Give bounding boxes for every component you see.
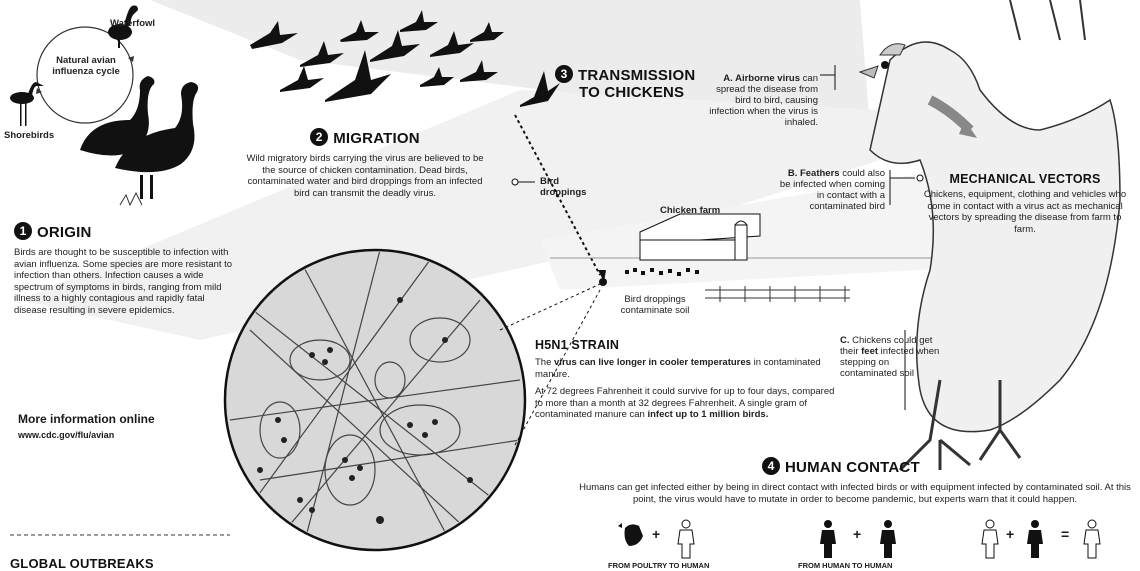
origin-heading: 1 ORIGIN — [14, 222, 234, 241]
transmission-heading: 3 TRANSMISSION TO CHICKENS — [555, 65, 695, 101]
cycle-label: Natural avian influenza cycle — [52, 55, 120, 77]
migration-title: MIGRATION — [333, 130, 420, 147]
droppings-soil-label: Bird droppings contaminate soil — [620, 294, 690, 316]
h5n1-paragraph-2: At 72 degrees Fahrenheit it could surviv… — [535, 386, 840, 421]
more-info-title: More information online — [18, 412, 155, 426]
route-human-to-human: FROM HUMAN TO HUMAN — [798, 561, 893, 570]
feathers-callout: B. Feathers could also be infected when … — [775, 168, 885, 212]
human-contact-number: 4 — [762, 457, 780, 475]
chicken-illustration — [858, 0, 1121, 472]
migrating-flock — [250, 10, 560, 107]
h5n1-section: H5N1 STRAIN The virus can live longer in… — [535, 338, 840, 421]
feet-text2: infected when stepping on contaminated s… — [840, 346, 940, 379]
human-outline-icon — [981, 519, 1101, 559]
migration-text: Wild migratory birds carrying the virus … — [246, 153, 484, 199]
cycle-circle — [36, 26, 134, 124]
transmission-title-line2: TO CHICKENS — [579, 84, 685, 101]
h5n1-p2-bold: infect up to 1 million birds. — [647, 409, 769, 420]
more-info-section: More information online www.cdc.gov/flu/… — [18, 412, 238, 440]
transmission-title-line1: TRANSMISSION — [578, 67, 696, 84]
feathers-marker — [916, 174, 924, 182]
bird-droppings-label: Bird droppings — [540, 176, 587, 198]
plus-sign: + — [853, 526, 862, 542]
h5n1-p1-bold: virus can live longer in cooler temperat… — [554, 357, 751, 368]
origin-section: 1 ORIGIN Birds are thought to be suscepti… — [14, 222, 234, 316]
poultry-icon — [618, 523, 643, 546]
airborne-lead: A. Airborne virus — [723, 73, 801, 84]
feet-bold: feet — [861, 346, 879, 357]
virus-micrograph — [223, 248, 601, 552]
droppings-dot — [599, 278, 607, 286]
h5n1-p1-post: in contaminated manure. — [535, 357, 821, 380]
vectors-text: Chickens, equipment, clothing and vehicl… — [923, 189, 1127, 235]
vectors-section: MECHANICAL VECTORS Chickens, equipment, … — [920, 172, 1130, 235]
cycle-arrow — [128, 56, 134, 62]
human-contact-heading: 4 HUMAN CONTACT — [762, 457, 920, 476]
waterfowl-silhouette — [108, 5, 138, 48]
droppings-path — [514, 114, 601, 276]
transmission-beam — [20, 90, 880, 340]
migration-number: 2 — [310, 128, 329, 146]
plus-sign: + — [1006, 526, 1015, 542]
feet-text1: Chickens could get their — [840, 335, 933, 357]
grass — [119, 191, 143, 207]
chicken-farm-scene — [550, 213, 1000, 302]
human-contact-title: HUMAN CONTACT — [785, 459, 920, 476]
human-outline-icon — [677, 519, 695, 559]
human-contact-text: Humans can get infected either by being … — [579, 482, 1131, 505]
droppings-marker — [511, 178, 519, 186]
human-infected-icon — [820, 520, 1043, 558]
vectors-title: MECHANICAL VECTORS — [949, 172, 1101, 186]
equals-sign: = — [1061, 526, 1070, 542]
feathers-text: could also be infected when coming in co… — [779, 168, 885, 212]
feathers-lead: B. Feathers — [787, 168, 840, 179]
origin-text: Birds are thought to be susceptible to i… — [14, 247, 233, 316]
cycle-arrow — [36, 88, 42, 94]
plus-sign: + — [652, 526, 661, 542]
h5n1-title: H5N1 STRAIN — [535, 338, 620, 352]
chicken-farm-label: Chicken farm — [660, 205, 721, 216]
h5n1-p1-pre: The — [535, 357, 552, 368]
airborne-text: can spread the disease from bird to bird… — [709, 73, 818, 128]
more-info-link[interactable]: www.cdc.gov/flu/avian — [18, 430, 115, 440]
h5n1-paragraph-1: The virus can live longer in cooler temp… — [535, 357, 840, 380]
global-outbreaks-title: GLOBAL OUTBREAKS — [10, 556, 154, 571]
origin-title: ORIGIN — [37, 224, 92, 241]
transmission-number: 3 — [555, 65, 573, 83]
h5n1-p2-pre: At 72 degrees Fahrenheit it could surviv… — [535, 386, 835, 420]
shorebird-silhouette — [10, 82, 44, 126]
migration-beam — [150, 0, 870, 130]
feet-lead: C. — [840, 335, 850, 346]
airborne-callout: A. Airborne virus can spread the disease… — [700, 73, 818, 128]
geese-silhouette — [80, 76, 199, 199]
origin-number: 1 — [14, 222, 32, 240]
route-poultry-to-human: FROM POULTRY TO HUMAN — [608, 561, 710, 570]
shorebirds-label: Shorebirds — [4, 130, 55, 141]
waterfowl-label: Waterfowl — [110, 18, 156, 29]
feet-callout: C. Chickens could get their feet infecte… — [840, 335, 940, 379]
